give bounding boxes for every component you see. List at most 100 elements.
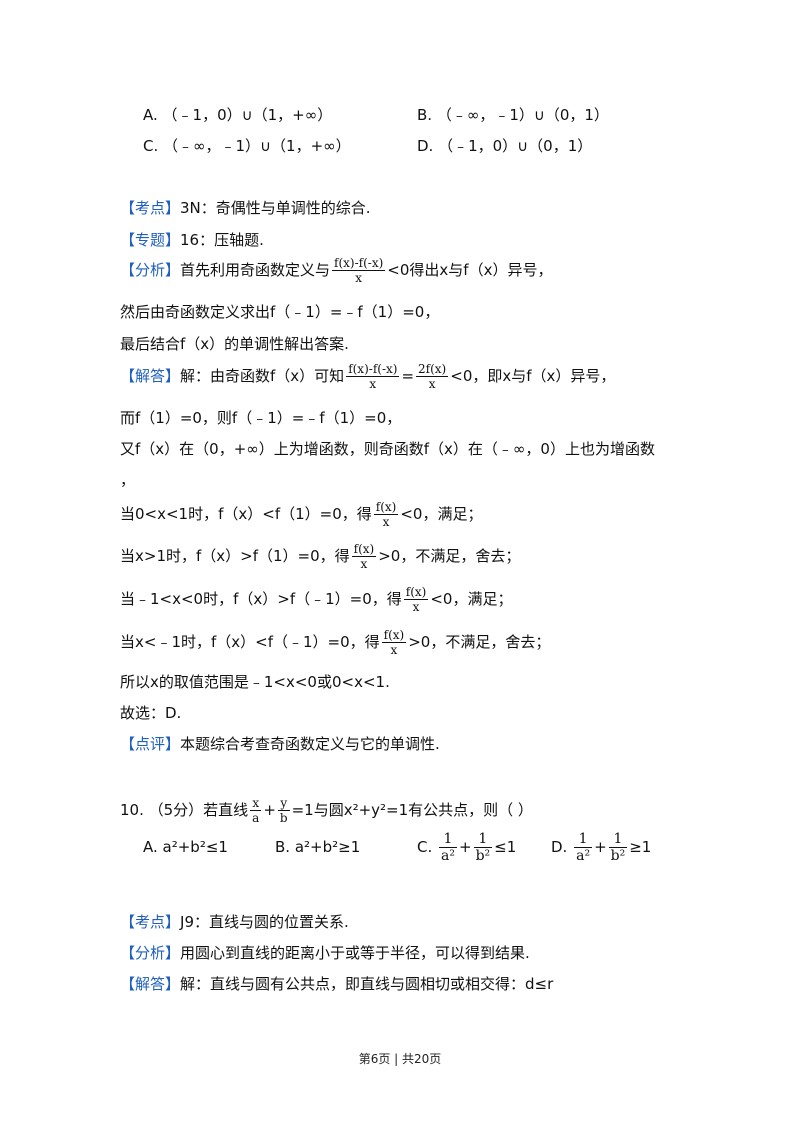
- relation: ≥1: [629, 838, 652, 856]
- fraction-numerator: f(x)-f(-x): [346, 362, 400, 377]
- fraction-numerator: 1: [473, 831, 493, 848]
- option-a: A. （﹣1，0）∪（1，+∞）: [143, 106, 333, 124]
- fraction-denominator: b²: [475, 848, 491, 864]
- kaodian-line: 【考点】3N：奇偶性与单调性的综合.: [120, 196, 371, 220]
- jieda-text: 解：由奇函数f（x）可知: [180, 367, 345, 385]
- fraction-denominator: x: [428, 377, 436, 391]
- fenxi-text: 首先利用奇函数定义与: [180, 261, 331, 279]
- case-text: 当x<﹣1时，f（x）<f（﹣1）=0，得: [120, 633, 380, 651]
- fraction-numerator: f(x): [381, 628, 407, 643]
- fenxi-tag: 【分析】: [120, 261, 181, 279]
- fenxi-text: 用圆心到直线的距离小于或等于半径，可以得到结果.: [180, 944, 530, 962]
- dianping-line: 【点评】本题综合考查奇函数定义与它的单调性.: [120, 732, 440, 756]
- q10-fenxi-line: 【分析】用圆心到直线的距离小于或等于半径，可以得到结果.: [120, 941, 530, 965]
- fraction-denominator: x: [355, 271, 363, 285]
- fraction-numerator: f(x): [373, 500, 399, 515]
- fraction: f(x)x: [403, 585, 429, 614]
- jieda-tag: 【解答】: [120, 975, 181, 993]
- jieda-text-post: <0，即x与f（x）异号，: [450, 367, 616, 385]
- fraction: f(x)x: [373, 500, 399, 529]
- q10-jieda-line: 【解答】解：直线与圆有公共点，即直线与圆相切或相交得：d≤r: [120, 972, 553, 996]
- fenxi-line-3: 最后结合f（x）的单调性解出答案.: [120, 335, 349, 353]
- fenxi-line-2: 然后由奇函数定义求出f（﹣1）=﹣f（1）=0，: [120, 303, 440, 321]
- fenxi-text-post: <0得出x与f（x）异号，: [387, 261, 553, 279]
- fraction-denominator: x: [360, 557, 368, 571]
- zhuanti-line: 【专题】16：压轴题.: [120, 228, 264, 252]
- fraction-numerator: 1: [608, 831, 628, 848]
- fraction: f(x)-f(-x)x: [332, 256, 386, 285]
- case-text-post: >0，不满足，舍去；: [408, 633, 551, 651]
- case-text: 当x>1时，f（x）>f（1）=0，得: [120, 547, 350, 565]
- range-line: 所以x的取值范围是﹣1<x<0或0<x<1.: [120, 673, 390, 691]
- plus-sign: +: [594, 838, 607, 856]
- case-text: 当﹣1<x<0时，f（x）>f（﹣1）=0，得: [120, 590, 402, 608]
- option-label: D.: [551, 838, 568, 856]
- zhuanti-tag: 【专题】: [120, 231, 181, 249]
- option-d: D. （﹣1，0）∪（0，1）: [417, 137, 593, 155]
- option-label: C.: [417, 838, 433, 856]
- kaodian-text: J9：直线与圆的位置关系.: [180, 913, 349, 931]
- case-text-post: >0，不满足，舍去；: [378, 547, 521, 565]
- solution-line-f1: 而f（1）=0，则f（﹣1）=﹣f（1）=0，: [120, 409, 402, 427]
- fraction: 2f(x)x: [416, 362, 449, 391]
- plus-sign: +: [459, 838, 472, 856]
- kaodian-tag: 【考点】: [120, 913, 181, 931]
- fraction-numerator: 1: [439, 831, 457, 848]
- fraction-numerator: x: [250, 796, 262, 811]
- page-footer: 第6页 | 共20页: [358, 1052, 442, 1066]
- q10-option-a: A. a²+b²≤1: [143, 838, 228, 856]
- dianping-tag: 【点评】: [120, 735, 181, 753]
- fraction: f(x)x: [381, 628, 407, 657]
- fraction-denominator: a²: [576, 848, 591, 864]
- stem-text-post: =1与圆x²+y²=1有公共点，则（ ）: [291, 801, 533, 819]
- fraction-denominator: x: [412, 600, 420, 614]
- case-text: 当0<x<1时，f（x）<f（1）=0，得: [120, 505, 372, 523]
- option-b: B. （﹣∞，﹣1）∪（0，1）: [417, 106, 609, 124]
- fraction-numerator: y: [277, 796, 290, 811]
- jieda-tag: 【解答】: [120, 367, 181, 385]
- dianping-text: 本题综合考查奇函数定义与它的单调性.: [180, 735, 440, 753]
- fraction-denominator: b: [279, 811, 288, 825]
- kaodian-tag: 【考点】: [120, 199, 181, 217]
- fraction-numerator: f(x)-f(-x): [332, 256, 386, 271]
- fraction-denominator: x: [382, 515, 390, 529]
- fraction-denominator: x: [390, 643, 398, 657]
- fraction: f(x)-f(-x)x: [346, 362, 400, 391]
- option-c: C. （﹣∞，﹣1）∪（1，+∞）: [143, 137, 351, 155]
- fraction-numerator: f(x): [351, 542, 377, 557]
- stem-text: 10. （5分）若直线: [120, 801, 249, 819]
- fraction-numerator: 1: [574, 831, 593, 848]
- solution-line-increasing: 又f（x）在（0，+∞）上为增函数，则奇函数f（x）在（﹣∞，0）上也为增函数: [120, 440, 655, 458]
- fraction-denominator: a: [252, 811, 260, 825]
- fraction-denominator: x: [369, 377, 377, 391]
- kaodian-text: 3N：奇偶性与单调性的综合.: [180, 199, 371, 217]
- fraction-denominator: a²: [441, 848, 455, 864]
- relation: ≤1: [494, 838, 517, 856]
- case-text-post: <0，满足；: [430, 590, 513, 608]
- zhuanti-text: 16：压轴题.: [180, 231, 264, 249]
- jieda-text: 解：直线与圆有公共点，即直线与圆相切或相交得：d≤r: [180, 975, 554, 993]
- equals-sign: =: [401, 367, 415, 385]
- case-text-post: <0，满足；: [400, 505, 483, 523]
- fraction-denominator: b²: [610, 848, 626, 864]
- fraction-numerator: 2f(x): [416, 362, 449, 377]
- fraction: f(x)x: [351, 542, 377, 571]
- solution-line-comma: ，: [120, 471, 136, 489]
- fraction-numerator: f(x): [403, 585, 429, 600]
- fenxi-tag: 【分析】: [120, 944, 181, 962]
- plus-sign: +: [263, 801, 276, 819]
